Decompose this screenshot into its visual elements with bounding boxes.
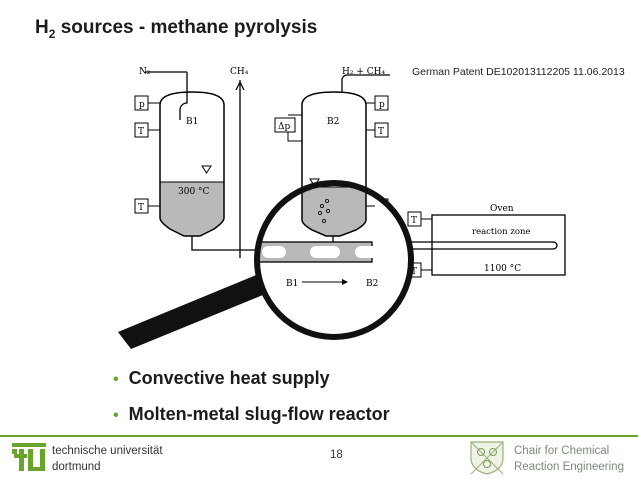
oven-temperature-label: 1100 °C [484,264,521,274]
flow-to-label: B2 [366,279,378,289]
svg-text:T: T [138,127,144,137]
oven-box [431,214,566,276]
svg-text:T: T [378,127,384,137]
outlet-label: H₂ + CH₄ [342,67,385,77]
university-name: technische universität dortmund [52,445,163,473]
bullet-item: •Convective heat supply [113,368,330,388]
reaction-zone-label: reaction zone [472,227,530,237]
page-number: 18 [330,449,343,461]
bullet-dot-icon: • [113,407,119,424]
melt-b1 [160,182,224,236]
temperature-sensor-b1-bottom [134,198,149,214]
bullet-item: •Molten-metal slug-flow reactor [113,404,390,424]
pressure-sensor-b1 [134,95,149,111]
temperature-sensor-b1-top [134,122,149,138]
ch4-line: CH₄ [230,67,249,258]
footer-divider [0,435,638,437]
magnifier-handle [118,273,275,349]
svg-text:Δp: Δp [278,122,290,132]
chair-name: Chair for Chemical Reaction Engineering [514,445,624,473]
pressure-sensor-b2 [374,95,389,111]
temperature-sensor-oven-top [407,211,422,227]
vessel-b2-label: B2 [327,117,339,127]
svg-text:T: T [411,267,417,277]
vessel-b1: B1 300 °C [159,72,225,237]
oven-label: Oven [490,204,514,214]
svg-text:p: p [139,100,145,110]
liquid-level-marker-b1 [201,165,212,174]
differential-pressure-sensor [274,117,296,133]
vessel-b1-label: B1 [186,117,198,127]
tu-dortmund-logo [12,443,46,471]
chair-logo [470,441,504,475]
oven: Oven reaction zone 1100 °C T T [407,204,566,278]
magnifier-lens: B1 B2 [254,180,414,340]
flow-from-label: B1 [286,279,298,289]
temperature-sensor-b2-top [374,122,389,138]
n2-inlet-label: N₂ [139,67,151,77]
svg-text:p: p [379,100,385,110]
bullet-dot-icon: • [113,371,119,388]
b1-instruments: p T T [134,95,160,214]
bullet-list: •Convective heat supply •Molten-metal sl… [113,368,390,440]
patent-reference: German Patent DE102013112205 11.06.2013 [412,66,625,78]
ch4-inlet-label: CH₄ [230,67,249,77]
reactor-diagram: B1 300 °C p T T N₂ CH₄ B2 H₂ + CH₄ [118,67,566,349]
slide-title: H2 sources - methane pyrolysis [35,17,318,41]
svg-text:T: T [138,203,144,213]
melt-temperature-label: 300 °C [178,187,210,197]
svg-text:T: T [411,216,417,226]
